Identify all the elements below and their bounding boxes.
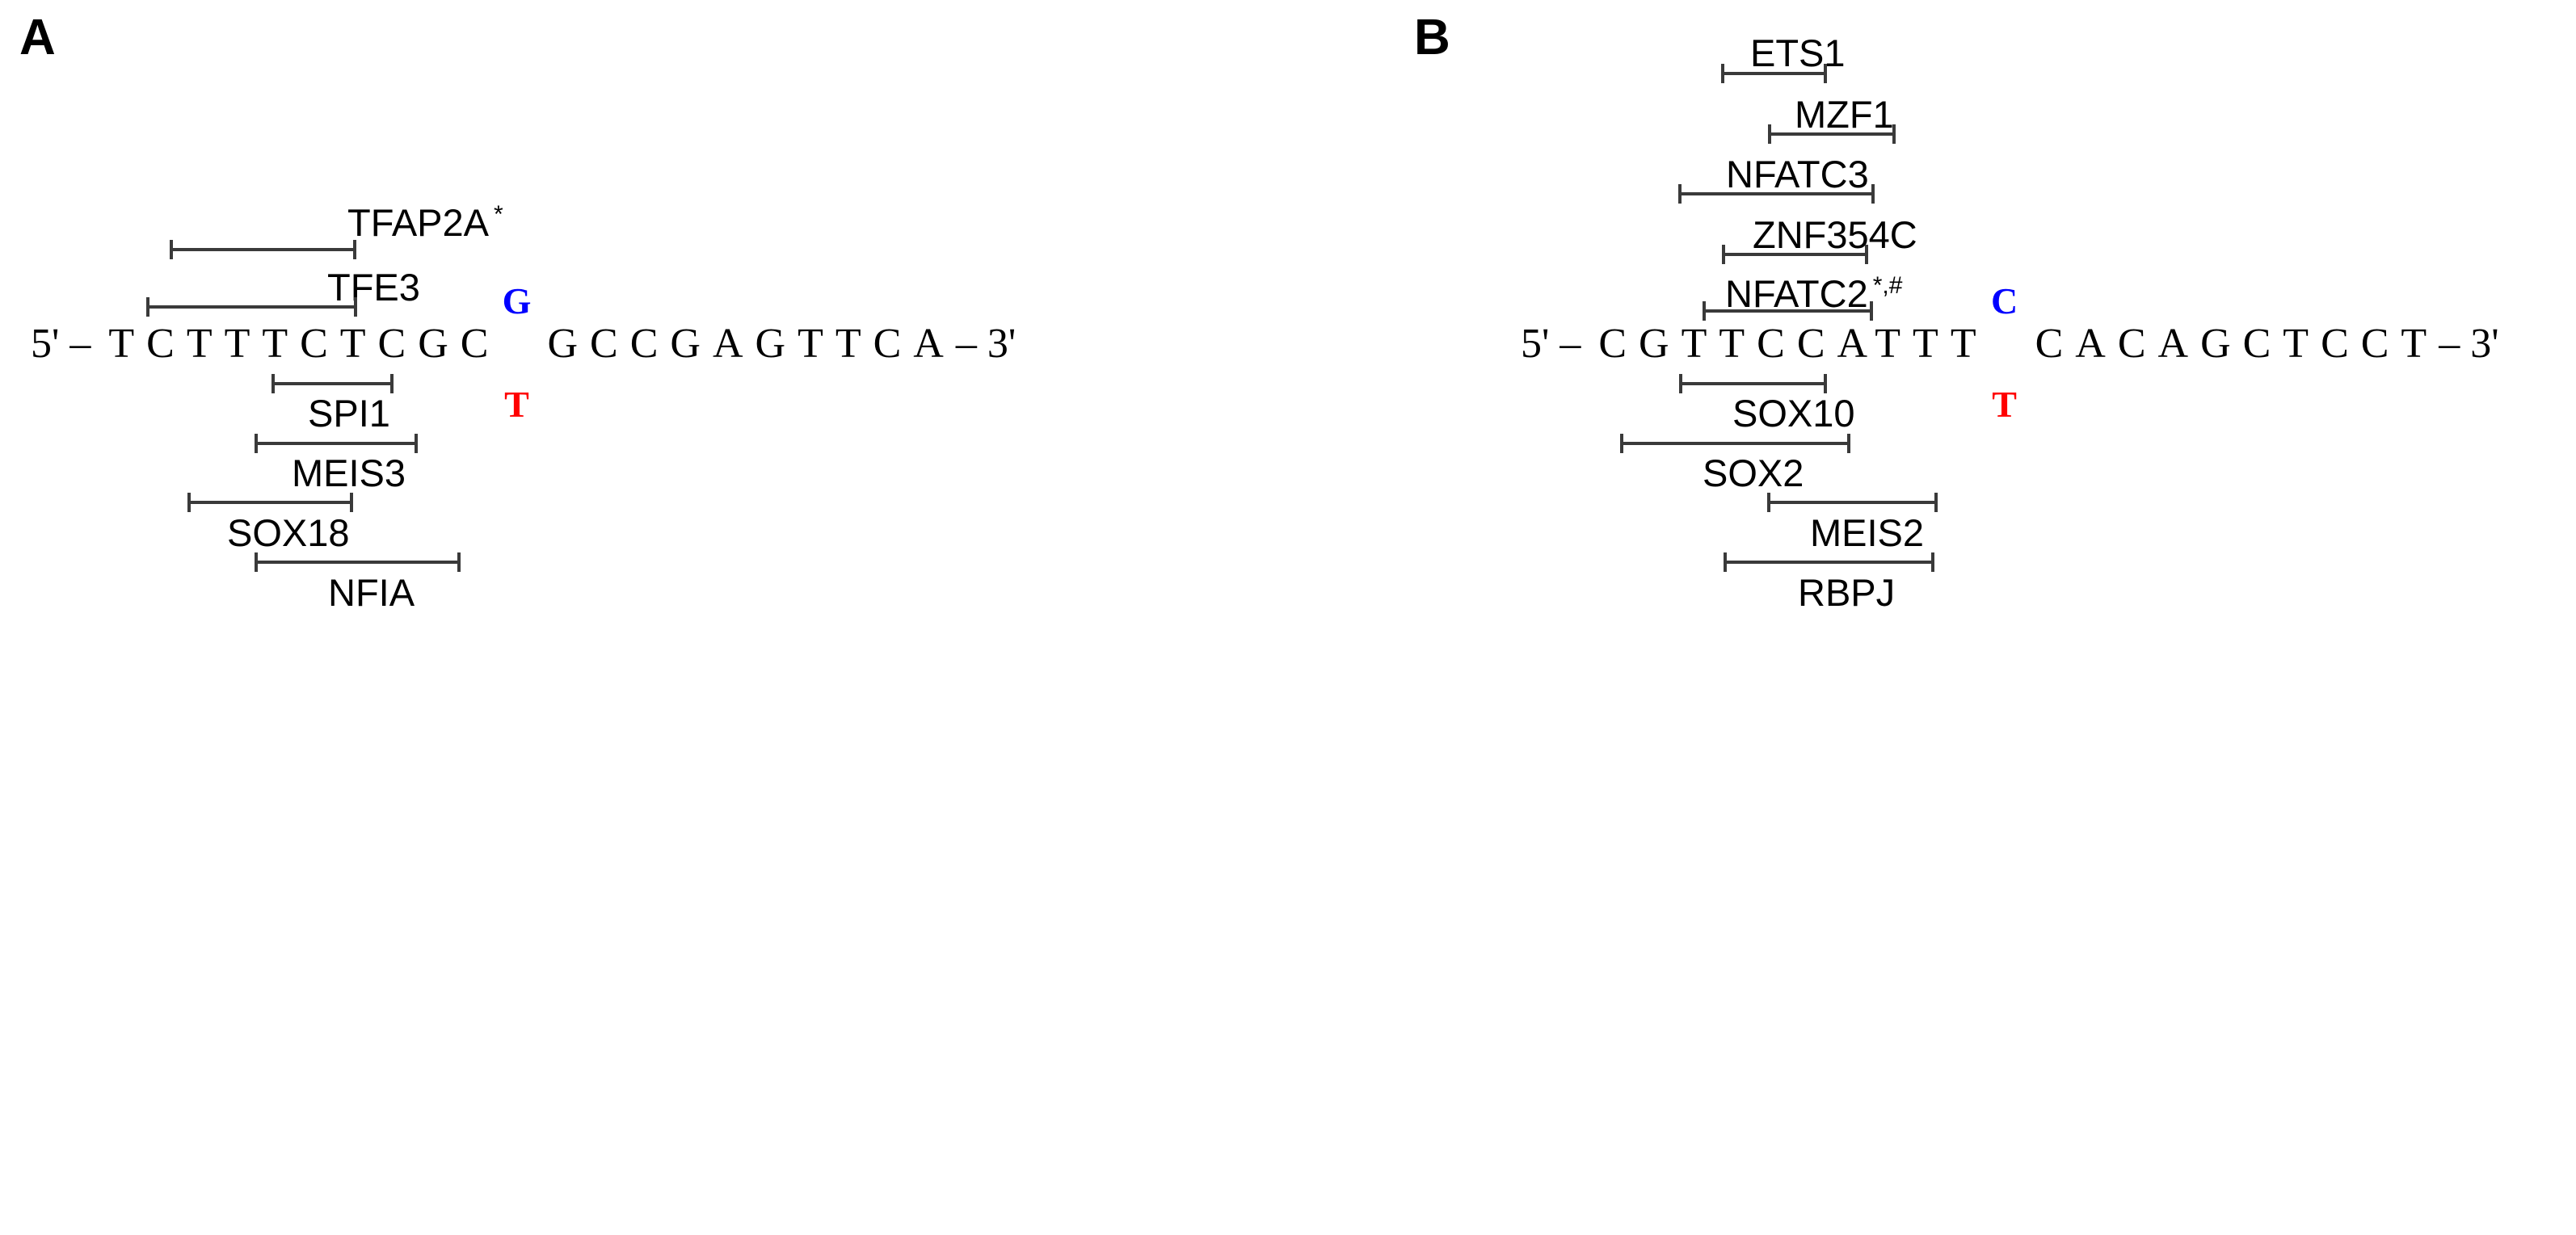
motif-meis2-bar xyxy=(1767,493,1938,512)
motif-tfe3-bar xyxy=(146,297,357,317)
panel-a-five-prime: 5' – xyxy=(31,321,91,367)
motif-ets1-label: ETS1 xyxy=(1750,34,1850,72)
motif-nfatc2-bar xyxy=(1703,301,1873,321)
motif-sox18-label: SOX18 xyxy=(227,514,355,552)
motif-meis3-label: MEIS3 xyxy=(292,454,410,492)
motif-meis3-bar xyxy=(255,434,418,453)
motif-nfatc3-name: NFATC3 xyxy=(1726,153,1869,195)
motif-nfia-label: NFIA xyxy=(328,573,419,611)
motif-sox10-label: SOX10 xyxy=(1732,394,1860,432)
motif-tfap2a-superscript: * xyxy=(494,201,503,229)
panel-b-right-bases: CACAGCTCCT xyxy=(2035,321,2439,367)
panel-b-allele-bottom: T xyxy=(1992,384,2017,425)
motif-sox18-bar xyxy=(187,493,353,512)
motif-tfap2a-bar xyxy=(170,240,356,259)
panel-b-label: B xyxy=(1414,10,1450,65)
panel-b-allele-top: C xyxy=(1990,280,2018,321)
panel-b-three-prime: – 3' xyxy=(2439,321,2499,367)
motif-nfatc3-bar xyxy=(1678,184,1875,204)
motif-znf354c-label: ZNF354C xyxy=(1753,216,1922,254)
motif-nfia-bar xyxy=(255,552,461,572)
motif-tfe3-name: TFE3 xyxy=(327,266,420,309)
motif-nfatc2-superscript: *,# xyxy=(1872,272,1903,300)
panel-a-left-bases: TCTTTCTCGC xyxy=(108,321,501,367)
motif-meis2-label: MEIS2 xyxy=(1810,514,1929,552)
motif-tfe3-label: TFE3 xyxy=(327,268,425,306)
motif-spi1-name: SPI1 xyxy=(308,392,390,435)
motif-mzf1-label: MZF1 xyxy=(1795,95,1899,133)
motif-znf354c-bar xyxy=(1722,245,1868,264)
motif-rbpj-bar xyxy=(1724,552,1934,572)
panel-b-five-prime: 5' – xyxy=(1521,321,1581,367)
motif-nfatc2-label: NFATC2*,# xyxy=(1725,272,1903,315)
panel-a-three-prime: – 3' xyxy=(955,321,1017,367)
motif-sox2-label: SOX2 xyxy=(1703,454,1808,492)
motif-spi1-bar xyxy=(271,374,394,393)
motif-nfatc3-label: NFATC3 xyxy=(1726,155,1874,193)
motif-sox2-name: SOX2 xyxy=(1703,452,1804,494)
motif-tfap2a-label: TFAP2A* xyxy=(347,201,503,244)
motif-znf354c-name: ZNF354C xyxy=(1753,213,1917,256)
motif-sox10-name: SOX10 xyxy=(1732,392,1855,435)
motif-sox2-bar xyxy=(1620,434,1850,453)
motif-ets1-name: ETS1 xyxy=(1750,32,1846,74)
panel-a-allele-top: G xyxy=(502,280,532,321)
motif-mzf1-name: MZF1 xyxy=(1795,93,1894,136)
motif-sox10-bar xyxy=(1679,374,1827,393)
motif-meis3-name: MEIS3 xyxy=(292,452,406,494)
panel-a-allele-bottom: T xyxy=(504,384,529,425)
motif-rbpj-name: RBPJ xyxy=(1798,571,1896,614)
motif-nfia-name: NFIA xyxy=(328,571,415,614)
panel-a-label: A xyxy=(19,10,56,65)
motif-mzf1-bar xyxy=(1768,124,1896,144)
motif-nfatc2-name: NFATC2 xyxy=(1725,272,1868,315)
motif-spi1-label: SPI1 xyxy=(308,394,395,432)
motif-tfap2a-name: TFAP2A xyxy=(347,201,490,244)
panel-a-right-bases: GCCGAGTTCA xyxy=(547,321,956,367)
motif-sox18-name: SOX18 xyxy=(227,511,350,554)
motif-ets1-bar xyxy=(1721,64,1827,83)
motif-rbpj-label: RBPJ xyxy=(1798,573,1900,611)
panel-b: B ETS1 MZF1 NFATC3 ZNF354C NFATC2*,# 5' … xyxy=(1288,0,2576,1235)
motif-meis2-name: MEIS2 xyxy=(1810,511,1925,554)
panel-b-left-bases: CGTTCCATTT xyxy=(1598,321,1989,367)
